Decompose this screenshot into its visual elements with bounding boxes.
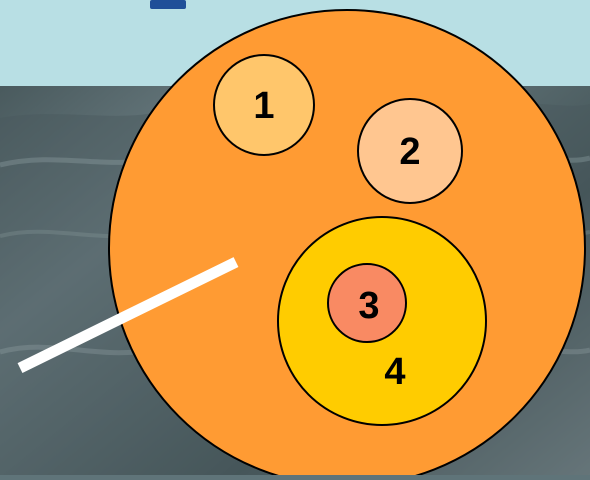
label-2: 2 [399, 131, 420, 173]
label-4: 4 [384, 351, 405, 393]
label-3: 3 [358, 285, 379, 327]
title-fragment [150, 0, 186, 9]
label-1: 1 [253, 85, 274, 127]
